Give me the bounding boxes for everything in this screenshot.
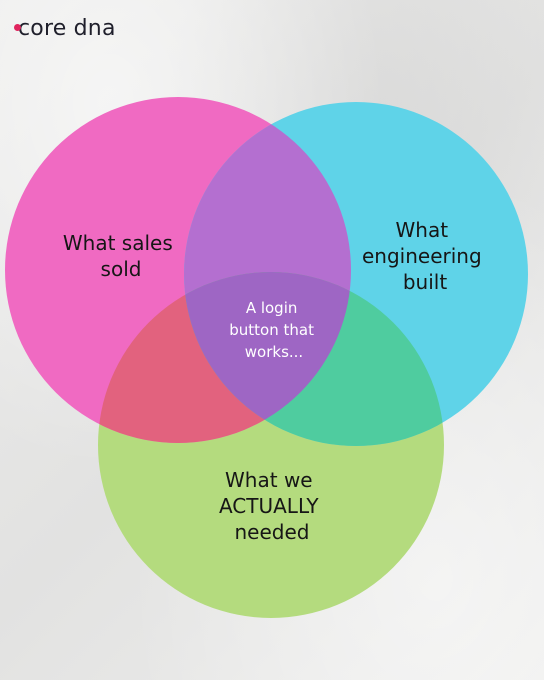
label-engineering-line-2: engineering [362, 244, 482, 268]
label-engineering-line-1: What [396, 218, 449, 242]
coredna-logo: core dna [18, 14, 116, 44]
label-sales-line-2: sold [101, 257, 142, 281]
label-engineering-line-3: built [403, 270, 447, 294]
label-sales: What sales sold [63, 231, 179, 281]
logo-text: core dna [18, 16, 116, 41]
label-center-line-1: A login [246, 299, 298, 317]
label-center-line-2: button that [229, 321, 314, 339]
label-needed-line-1: What we [225, 468, 313, 492]
label-center-line-3: works... [245, 343, 303, 361]
logo-accent-dot [14, 24, 21, 31]
label-needed-line-3: needed [235, 520, 310, 544]
label-sales-line-1: What sales [63, 231, 173, 255]
overlap-sales-needed [98, 272, 351, 443]
label-needed-line-2: ACTUALLY [219, 494, 319, 518]
label-actually-needed: What we ACTUALLY needed [219, 468, 325, 544]
label-center: A login button that works... [229, 299, 319, 361]
label-engineering: What engineering built [362, 218, 488, 294]
